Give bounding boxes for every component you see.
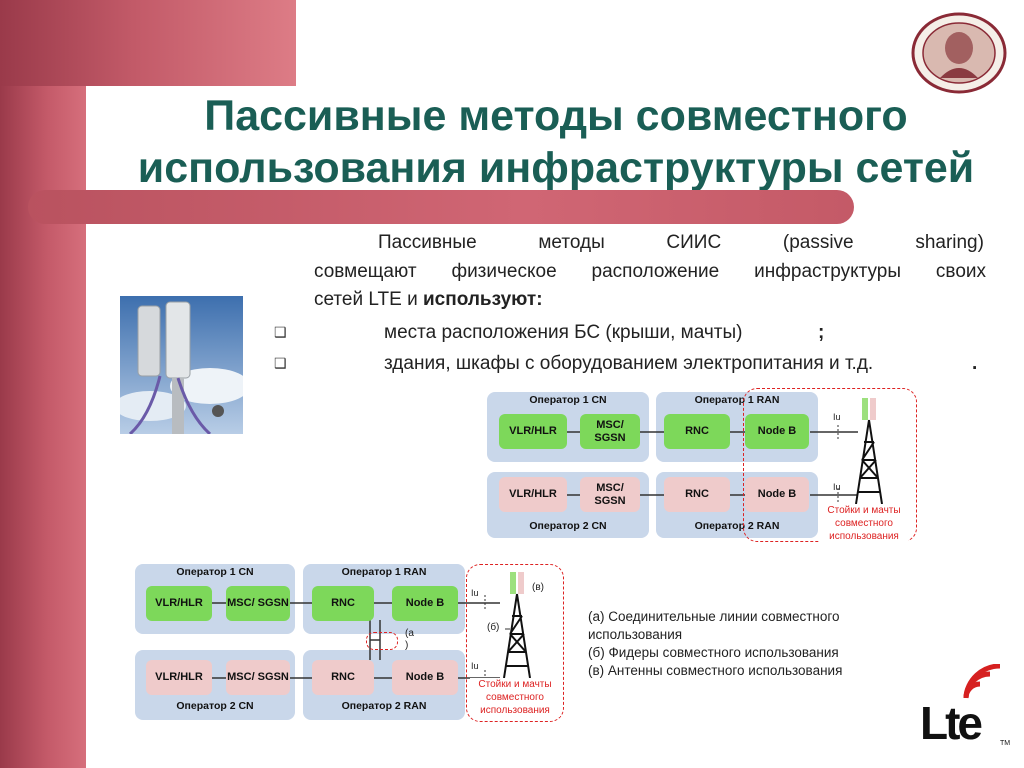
- diagram-legend: (а) Соединительные линии совместного исп…: [588, 608, 888, 680]
- title-line-1: Пассивные методы совместного: [204, 92, 908, 140]
- intro-word: sharing): [915, 232, 984, 253]
- op1-ran-label: Оператор 1 RAN: [341, 566, 427, 578]
- op2-nodeb-box: Node B: [745, 477, 809, 512]
- bullet-end-mark: ;: [818, 322, 825, 343]
- title-underline-bar: [28, 190, 854, 224]
- op1-nodeb-box: Node B: [392, 586, 458, 621]
- op1-nodeb-box: Node B: [745, 414, 809, 449]
- op2-vlr-hlr-box: VLR/HLR: [499, 477, 567, 512]
- page-title: Пассивные методы совместного использован…: [96, 90, 1016, 194]
- intro-line-2: совмещают физическое расположение инфрас…: [314, 261, 986, 282]
- checkbox-bullet-icon: ❑: [274, 355, 287, 371]
- legend-line: использования: [588, 627, 683, 642]
- intro-line-3-text: сетей LTE и: [314, 289, 423, 310]
- op1-rnc-box: RNC: [312, 586, 374, 621]
- intro-line-1: Пассивные методы СИИС (passive sharing): [378, 229, 984, 257]
- op2-cn-label: Оператор 2 CN: [176, 700, 254, 712]
- shared-links-zone: [366, 632, 398, 650]
- shared-tower-icon: [855, 398, 883, 504]
- mark-b-label: (б): [487, 622, 500, 633]
- intro-word: СИИС: [666, 232, 722, 253]
- op1-cn-label: Оператор 1 CN: [176, 566, 254, 578]
- iu-label-bottom: Iu: [833, 482, 841, 492]
- title-line-2: использования инфраструктуры сетей: [137, 144, 975, 192]
- op1-rnc-box: RNC: [664, 414, 730, 449]
- lte-logo-tm: TM: [1000, 740, 1011, 747]
- intro-word: (passive: [782, 232, 854, 253]
- legend-line: (б) Фидеры совместного использования: [588, 645, 839, 660]
- op2-nodeb-box: Node B: [392, 660, 458, 695]
- university-seal-logo: [910, 12, 1008, 94]
- op2-msc-sgsn-box: MSC/ SGSN: [226, 660, 290, 695]
- bullet-end-mark: .: [972, 353, 978, 374]
- intro-line-3-bold: используют:: [423, 289, 543, 310]
- iu-label-top: Iu: [471, 588, 479, 598]
- lte-logo-text: Lte: [920, 697, 983, 749]
- lte-logo: Lte TM: [918, 663, 1014, 754]
- op1-vlr-hlr-box: VLR/HLR: [146, 586, 212, 621]
- bullet-item-2: ❑ здания, шкафы с оборудованием электроп…: [274, 350, 1014, 378]
- shared-tower-icon: [503, 572, 531, 678]
- iu-label-bottom: Iu: [471, 661, 479, 671]
- bullet-text: места расположения БС (крыши, мачты): [384, 322, 743, 343]
- op2-msc-sgsn-box: MSC/ SGSN: [580, 477, 640, 512]
- op2-vlr-hlr-box: VLR/HLR: [146, 660, 212, 695]
- legend-line: (а) Соединительные линии совместного: [588, 609, 840, 624]
- op2-rnc-box: RNC: [664, 477, 730, 512]
- shared-masts-label: Стойки и мачты совместного использования: [820, 504, 908, 543]
- op1-vlr-hlr-box: VLR/HLR: [499, 414, 567, 449]
- op2-ran-label: Оператор 2 RAN: [694, 520, 780, 532]
- op2-rnc-box: RNC: [312, 660, 374, 695]
- op2-ran-label: Оператор 2 RAN: [341, 700, 427, 712]
- legend-line: (в) Антенны совместного использования: [588, 663, 843, 678]
- op1-ran-label: Оператор 1 RAN: [694, 394, 780, 406]
- cell-tower-photo: [120, 296, 243, 434]
- diagram2-links: [210, 595, 510, 685]
- mark-v-label: (в): [532, 582, 544, 593]
- top-decor-band: [0, 0, 296, 86]
- op1-cn-label: Оператор 1 CN: [529, 394, 607, 406]
- shared-infrastructure-zone: [466, 564, 564, 722]
- shared-masts-label: Стойки и мачты совместного использования: [470, 678, 560, 717]
- left-decor-band: [0, 0, 86, 768]
- mark-a-label: (а ): [405, 628, 414, 651]
- checkbox-bullet-icon: ❑: [274, 324, 287, 340]
- bullet-item-1: ❑ места расположения БС (крыши, мачты): [274, 319, 1014, 347]
- bullet-text: здания, шкафы с оборудованием электропит…: [384, 353, 874, 374]
- op1-msc-sgsn-box: MSC/ SGSN: [226, 586, 290, 621]
- op2-cn-label: Оператор 2 CN: [529, 520, 607, 532]
- op1-msc-sgsn-box: MSC/ SGSN: [580, 414, 640, 449]
- iu-label-top: Iu: [833, 412, 841, 422]
- intro-word: Пассивные: [378, 232, 477, 253]
- intro-line-3: сетей LTE и используют:: [314, 286, 986, 314]
- intro-word: методы: [538, 232, 605, 253]
